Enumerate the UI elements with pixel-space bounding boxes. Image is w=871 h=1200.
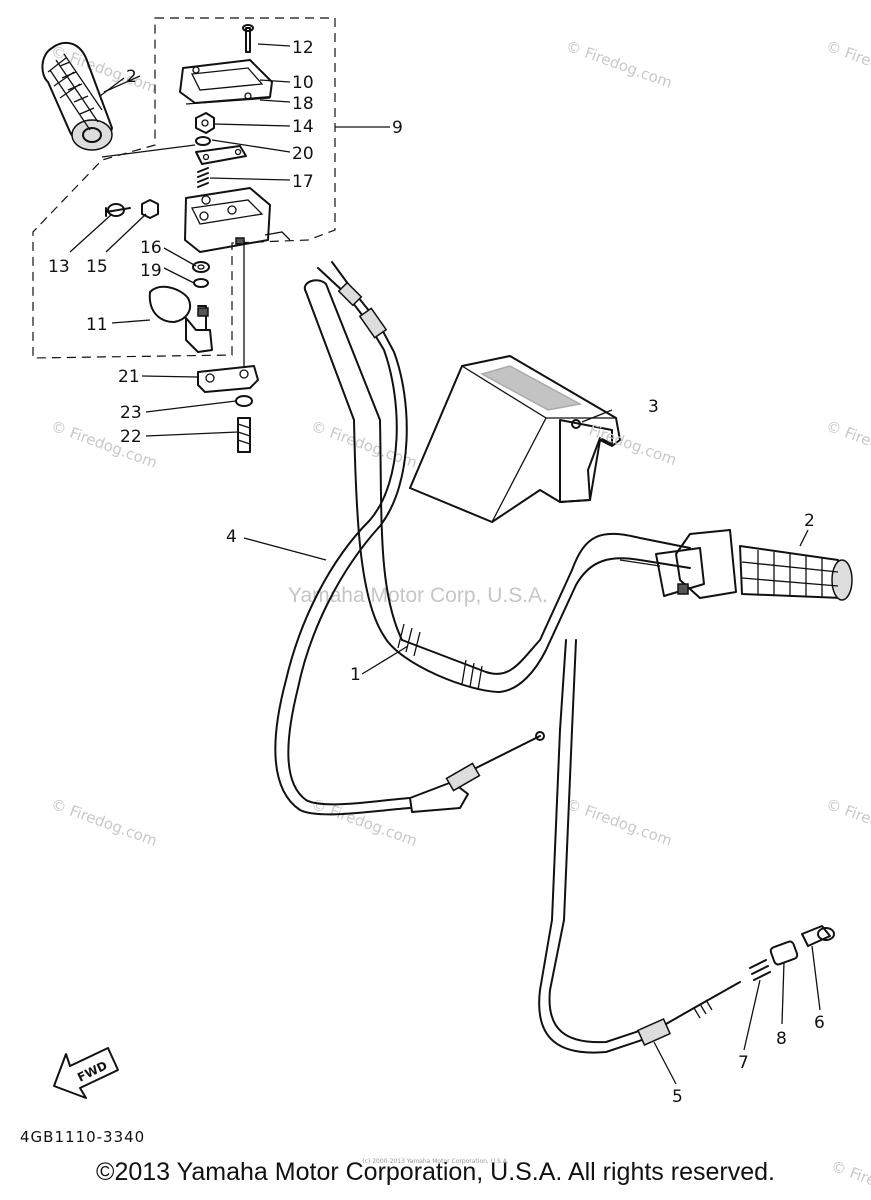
screw-22 xyxy=(237,417,251,453)
callout-13: 13 xyxy=(48,257,70,277)
switch-body xyxy=(184,187,291,253)
throttle-cable xyxy=(274,261,545,816)
left-grip xyxy=(41,41,113,151)
brake-cable xyxy=(538,639,741,1054)
callout-19: 19 xyxy=(140,261,162,281)
callout-numbers: 2 12 10 18 14 20 17 9 13 15 16 19 11 21 … xyxy=(48,38,825,1107)
callout-18: 18 xyxy=(292,94,314,114)
callout-9: 9 xyxy=(392,118,403,138)
screw-12 xyxy=(242,24,254,53)
callout-11: 11 xyxy=(86,315,108,335)
screw-13 xyxy=(105,203,131,217)
callout-2-left: 2 xyxy=(126,67,137,87)
washer-19 xyxy=(193,278,209,288)
nut-14 xyxy=(195,112,215,134)
handlebar xyxy=(303,279,691,693)
callout-2-right: 2 xyxy=(804,511,815,531)
callout-10: 10 xyxy=(292,73,314,93)
watermark-text: © Firedog.com xyxy=(824,37,871,92)
watermark-layer: © Firedog.com © Firedog.com © Firedog.co… xyxy=(49,37,871,1200)
watermark-text: © Firedog.com xyxy=(49,42,160,97)
washer-16 xyxy=(192,261,210,273)
spring-17 xyxy=(197,167,209,188)
right-grip xyxy=(619,529,853,601)
copyright-footer: ©2013 Yamaha Motor Corporation, U.S.A. A… xyxy=(96,1158,775,1186)
callout-1: 1 xyxy=(350,665,361,685)
callout-7: 7 xyxy=(738,1053,749,1073)
watermark-text: © Firedog.com xyxy=(564,37,675,92)
callout-21: 21 xyxy=(118,367,140,387)
washer-20 xyxy=(195,136,211,146)
watermark-text: © Firedog.com xyxy=(49,417,160,472)
watermark-text: © Firedog.com xyxy=(824,417,871,472)
lever-11 xyxy=(148,285,213,353)
callout-16: 16 xyxy=(140,238,162,258)
leader-lines xyxy=(69,43,821,1085)
callout-14: 14 xyxy=(292,117,314,137)
watermark-text: © Firedog.com xyxy=(309,417,420,472)
watermark-text: © Firedog.com xyxy=(824,795,871,850)
callout-8: 8 xyxy=(776,1029,787,1049)
watermark-text: © Firedog.com xyxy=(49,795,160,850)
washer-23 xyxy=(235,395,253,407)
meter-cover xyxy=(409,355,621,523)
nut-15 xyxy=(141,199,159,219)
adjuster-6 xyxy=(801,925,835,947)
callout-22: 22 xyxy=(120,427,142,447)
callout-17: 17 xyxy=(292,172,314,192)
callout-4: 4 xyxy=(226,527,237,547)
callout-23: 23 xyxy=(120,403,142,423)
tiny-copyright-notice: (c) 2000-2013 Yamaha Motor Corporation, … xyxy=(362,1158,509,1165)
callout-3: 3 xyxy=(648,397,659,417)
callout-6: 6 xyxy=(814,1013,825,1033)
plate-20 xyxy=(195,145,247,165)
bracket-21 xyxy=(197,365,259,393)
diagram-code: 4GB1110-3340 xyxy=(20,1128,145,1146)
callout-20: 20 xyxy=(292,144,314,164)
watermark-inline-text: Firedog.com xyxy=(587,421,679,469)
switch-upper-cover xyxy=(179,59,273,105)
watermark-text: © Firedog.com xyxy=(564,795,675,850)
watermark-center-text: Yamaha Motor Corp, U.S.A. xyxy=(288,584,548,607)
forward-arrow-icon: FWD xyxy=(53,1047,119,1099)
collar-8 xyxy=(769,940,799,966)
callout-12: 12 xyxy=(292,38,314,58)
spring-7 xyxy=(749,959,771,981)
callout-5: 5 xyxy=(672,1087,683,1107)
callout-15: 15 xyxy=(86,257,108,277)
forward-label: FWD xyxy=(75,1058,109,1084)
